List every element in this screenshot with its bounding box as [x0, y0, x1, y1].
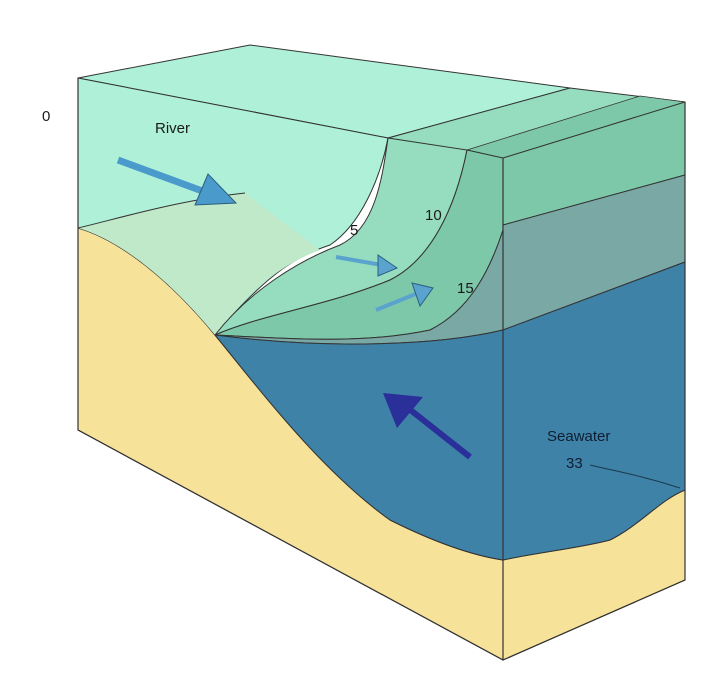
- right-seawater: [502, 261, 686, 561]
- mixing-arrow-2-icon: [375, 282, 434, 312]
- isohaline-33-line: [589, 464, 681, 489]
- isohaline-15-label: 15: [457, 280, 474, 297]
- seawater-label: Seawater: [547, 428, 611, 445]
- front-brackish-light: [78, 193, 320, 335]
- surface-depth-label: 0: [42, 108, 51, 125]
- river-label: River: [155, 120, 191, 137]
- isohaline-5-label: 5: [350, 222, 359, 239]
- isohaline-10-label: 10: [425, 207, 442, 224]
- mixing-arrow-1-icon: [335, 254, 399, 277]
- river-inflow-arrow-icon: [116, 156, 238, 206]
- front-seawater: [213, 329, 504, 561]
- seawater-inflow-arrow-icon: [383, 393, 472, 460]
- box-outline: [77, 78, 686, 661]
- isohaline-33-label: 33: [566, 455, 583, 472]
